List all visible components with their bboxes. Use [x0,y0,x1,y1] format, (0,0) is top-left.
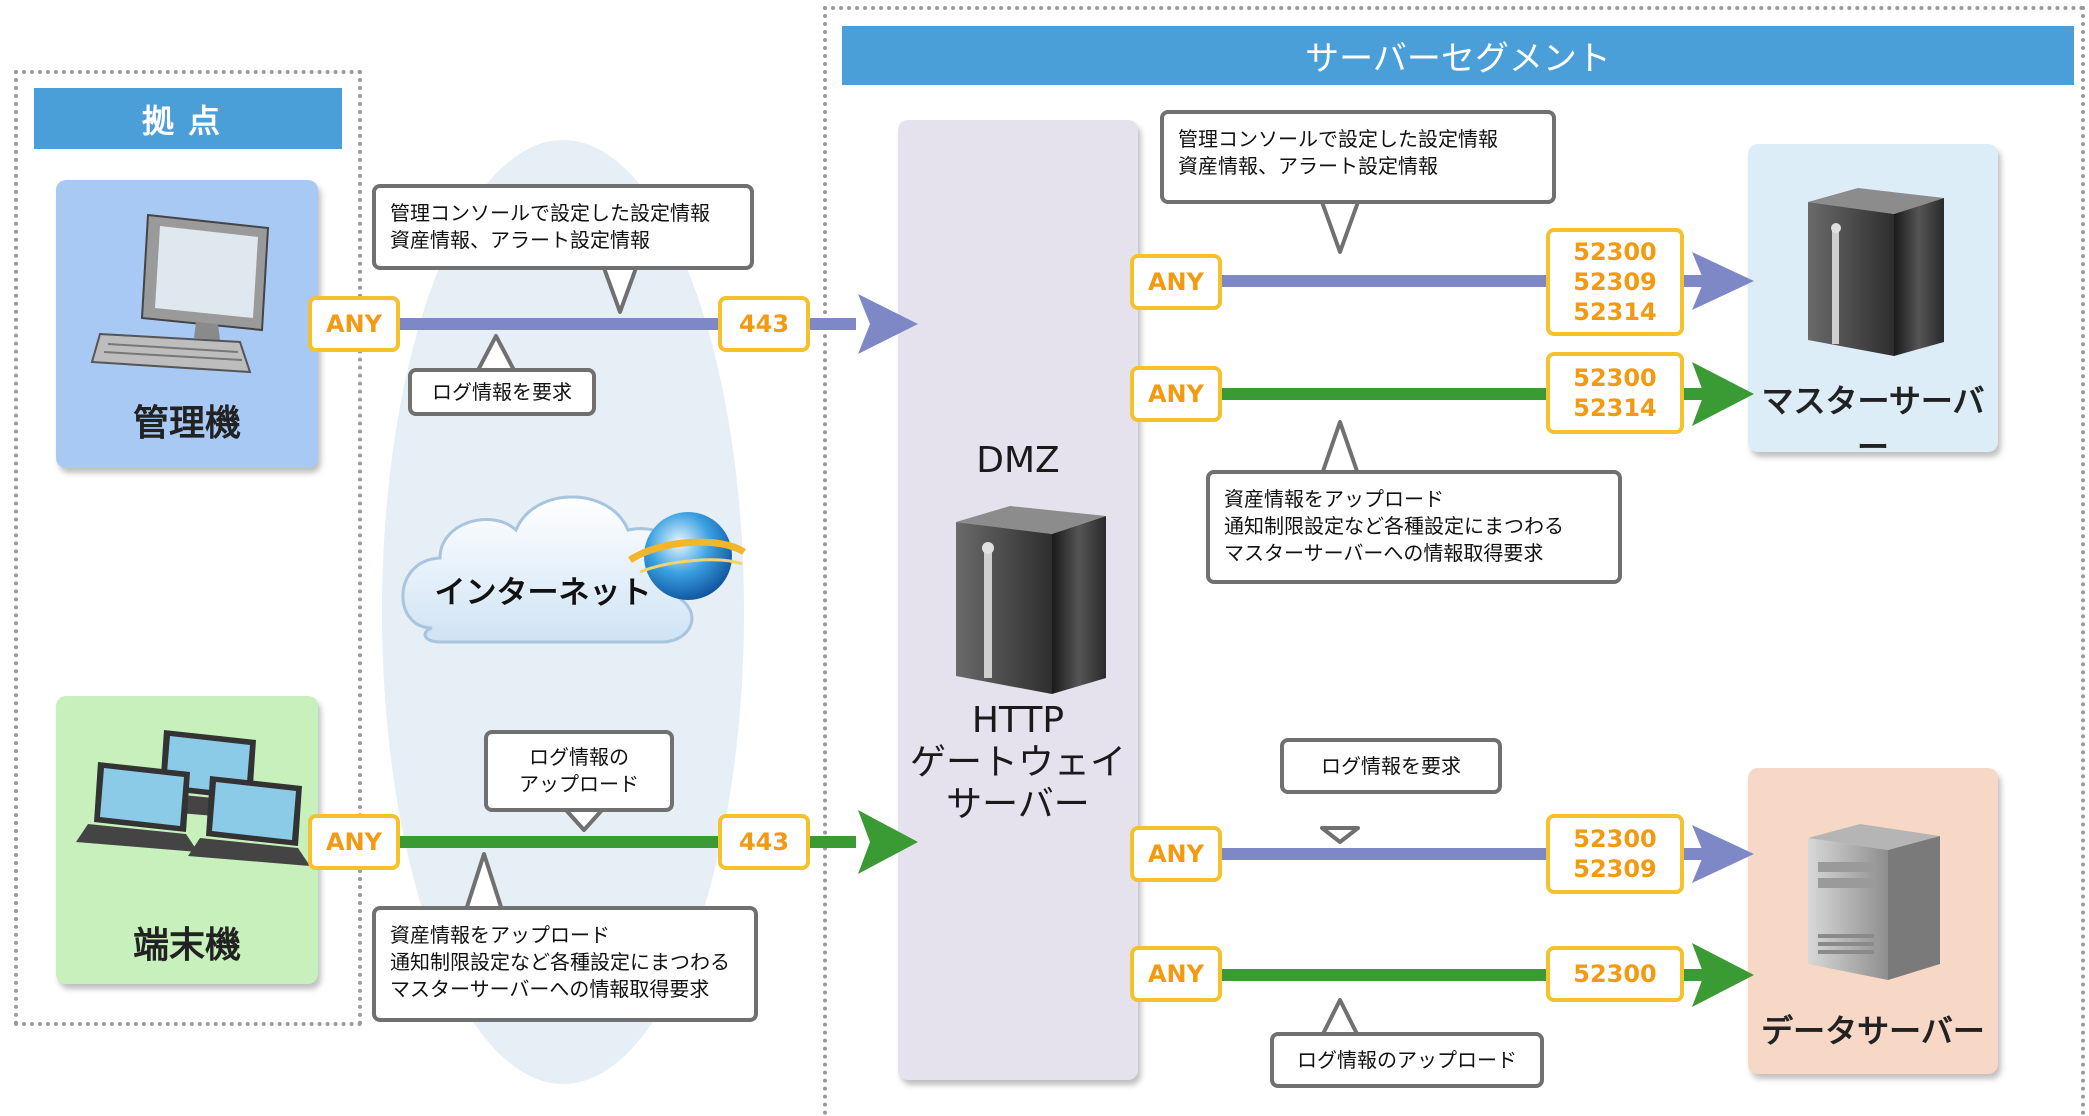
dmz-label: DMZ [976,440,1060,481]
terminal-laptops-icon [76,730,310,866]
data-blue-port-1: 52300 [1573,825,1657,853]
data-green-port-1: 52300 [1573,960,1657,988]
master-asset-upload-callout: 資産情報をアップロード 通知制限設定など各種設定にまつわる マスターサーバーへの… [1206,470,1622,584]
master-server-icon [1808,188,1944,356]
data-log-upload-line-1: ログ情報のアップロード [1297,1047,1517,1072]
admin-settings-line-1: 管理コンソールで設定した設定情報 [390,201,710,225]
terminal-any-port: ANY [308,814,400,870]
terminal-asset-line-2: 通知制限設定など各種設定にまつわる [390,950,730,974]
globe-icon [628,512,746,600]
dmz-master-green-line [1220,388,1550,400]
dmz-server-icon [956,506,1106,694]
admin-any-port: ANY [308,296,400,352]
data-server-icon [1808,824,1940,980]
admin-any-port-text: ANY [325,310,383,338]
data-log-request-callout: ログ情報を要求 [1280,738,1502,794]
master-blue-any-port: ANY [1130,254,1222,310]
master-green-ports: 52300 52314 [1546,352,1684,434]
arrow-heads [808,252,1754,1007]
internet-cloud-icon [401,495,694,644]
admin-settings-line-2: 資産情報、アラート設定情報 [390,228,650,252]
admin-443-port-text: 443 [738,310,790,338]
callout-tails [464,200,1360,1038]
server-segment-zone [823,6,2085,1116]
terminal-log-upload-callout: ログ情報の アップロード [484,730,674,812]
arrow-to-dmz-blue [858,294,918,354]
data-log-upload-callout: ログ情報のアップロード [1270,1032,1544,1088]
terminal-asset-line-3: マスターサーバーへの情報取得要求 [390,977,710,1001]
terminal-443-port-text: 443 [738,828,790,856]
master-asset-line-1: 資産情報をアップロード [1224,487,1444,511]
master-blue-port-1: 52300 [1573,238,1657,266]
master-asset-line-3: マスターサーバーへの情報取得要求 [1224,541,1544,565]
data-green-any-port: ANY [1130,946,1222,1002]
admin-computer-icon [90,213,270,374]
arrow-to-dmz-green [858,810,918,874]
dmz-server-line-2: ゲートウェイ [909,742,1126,783]
admin-log-request-callout: ログ情報を要求 [408,368,596,416]
data-log-request-line-1: ログ情報を要求 [1321,753,1461,778]
dmz-server-line-1: HTTP [971,700,1065,741]
master-blue-any-text: ANY [1147,268,1205,296]
admin-label: 管理機 [132,403,241,444]
dmz-data-blue-line [1220,848,1550,860]
site-title: 拠点 [34,88,342,149]
admin-443-port: 443 [718,296,810,352]
master-blue-port-3: 52314 [1573,298,1657,326]
terminal-log-upload-line-2: アップロード [519,772,639,796]
dmz-master-blue-line [1220,275,1550,287]
arrow-to-data-blue [1692,825,1754,883]
master-blue-ports: 52300 52309 52314 [1546,228,1684,336]
dmz-server-line-3: サーバー [946,784,1090,825]
site-zone [14,70,362,1026]
terminal-log-upload-line-1: ログ情報の [529,745,629,769]
data-blue-any-port: ANY [1130,826,1222,882]
master-server-label: マスターサーバー [1761,382,1985,466]
admin-settings-callout: 管理コンソールで設定した設定情報 資産情報、アラート設定情報 [372,184,754,270]
data-green-any-text: ANY [1147,960,1205,988]
admin-log-request-line-1: ログ情報を要求 [432,379,572,404]
data-blue-ports: 52300 52309 [1546,814,1684,894]
terminal-label: 端末機 [132,925,241,966]
master-settings-line-2: 資産情報、アラート設定情報 [1178,154,1438,178]
terminal-443-port: 443 [718,814,810,870]
terminal-any-port-text: ANY [325,828,383,856]
data-blue-port-2: 52309 [1573,855,1657,883]
arrow-to-master-green [1692,362,1754,426]
data-green-ports: 52300 [1546,946,1684,1002]
master-green-port-2: 52314 [1573,394,1657,422]
master-green-any-port: ANY [1130,366,1222,422]
data-blue-any-text: ANY [1147,840,1205,868]
arrow-to-master-blue [1692,252,1754,310]
master-settings-callout: 管理コンソールで設定した設定情報 資産情報、アラート設定情報 [1160,110,1556,204]
master-settings-line-1: 管理コンソールで設定した設定情報 [1178,127,1498,151]
internet-label: インターネット [434,575,652,611]
terminal-asset-line-1: 資産情報をアップロード [390,923,610,947]
arrow-to-data-green [1692,943,1754,1007]
dmz-data-green-line [1220,969,1550,981]
master-green-port-1: 52300 [1573,364,1657,392]
master-green-any-text: ANY [1147,380,1205,408]
data-server-label: データサーバー [1761,1012,1985,1050]
server-segment-title: サーバーセグメント [842,26,2074,85]
terminal-asset-upload-callout: 資産情報をアップロード 通知制限設定など各種設定にまつわる マスターサーバーへの… [372,906,758,1022]
master-blue-port-2: 52309 [1573,268,1657,296]
master-asset-line-2: 通知制限設定など各種設定にまつわる [1224,514,1564,538]
